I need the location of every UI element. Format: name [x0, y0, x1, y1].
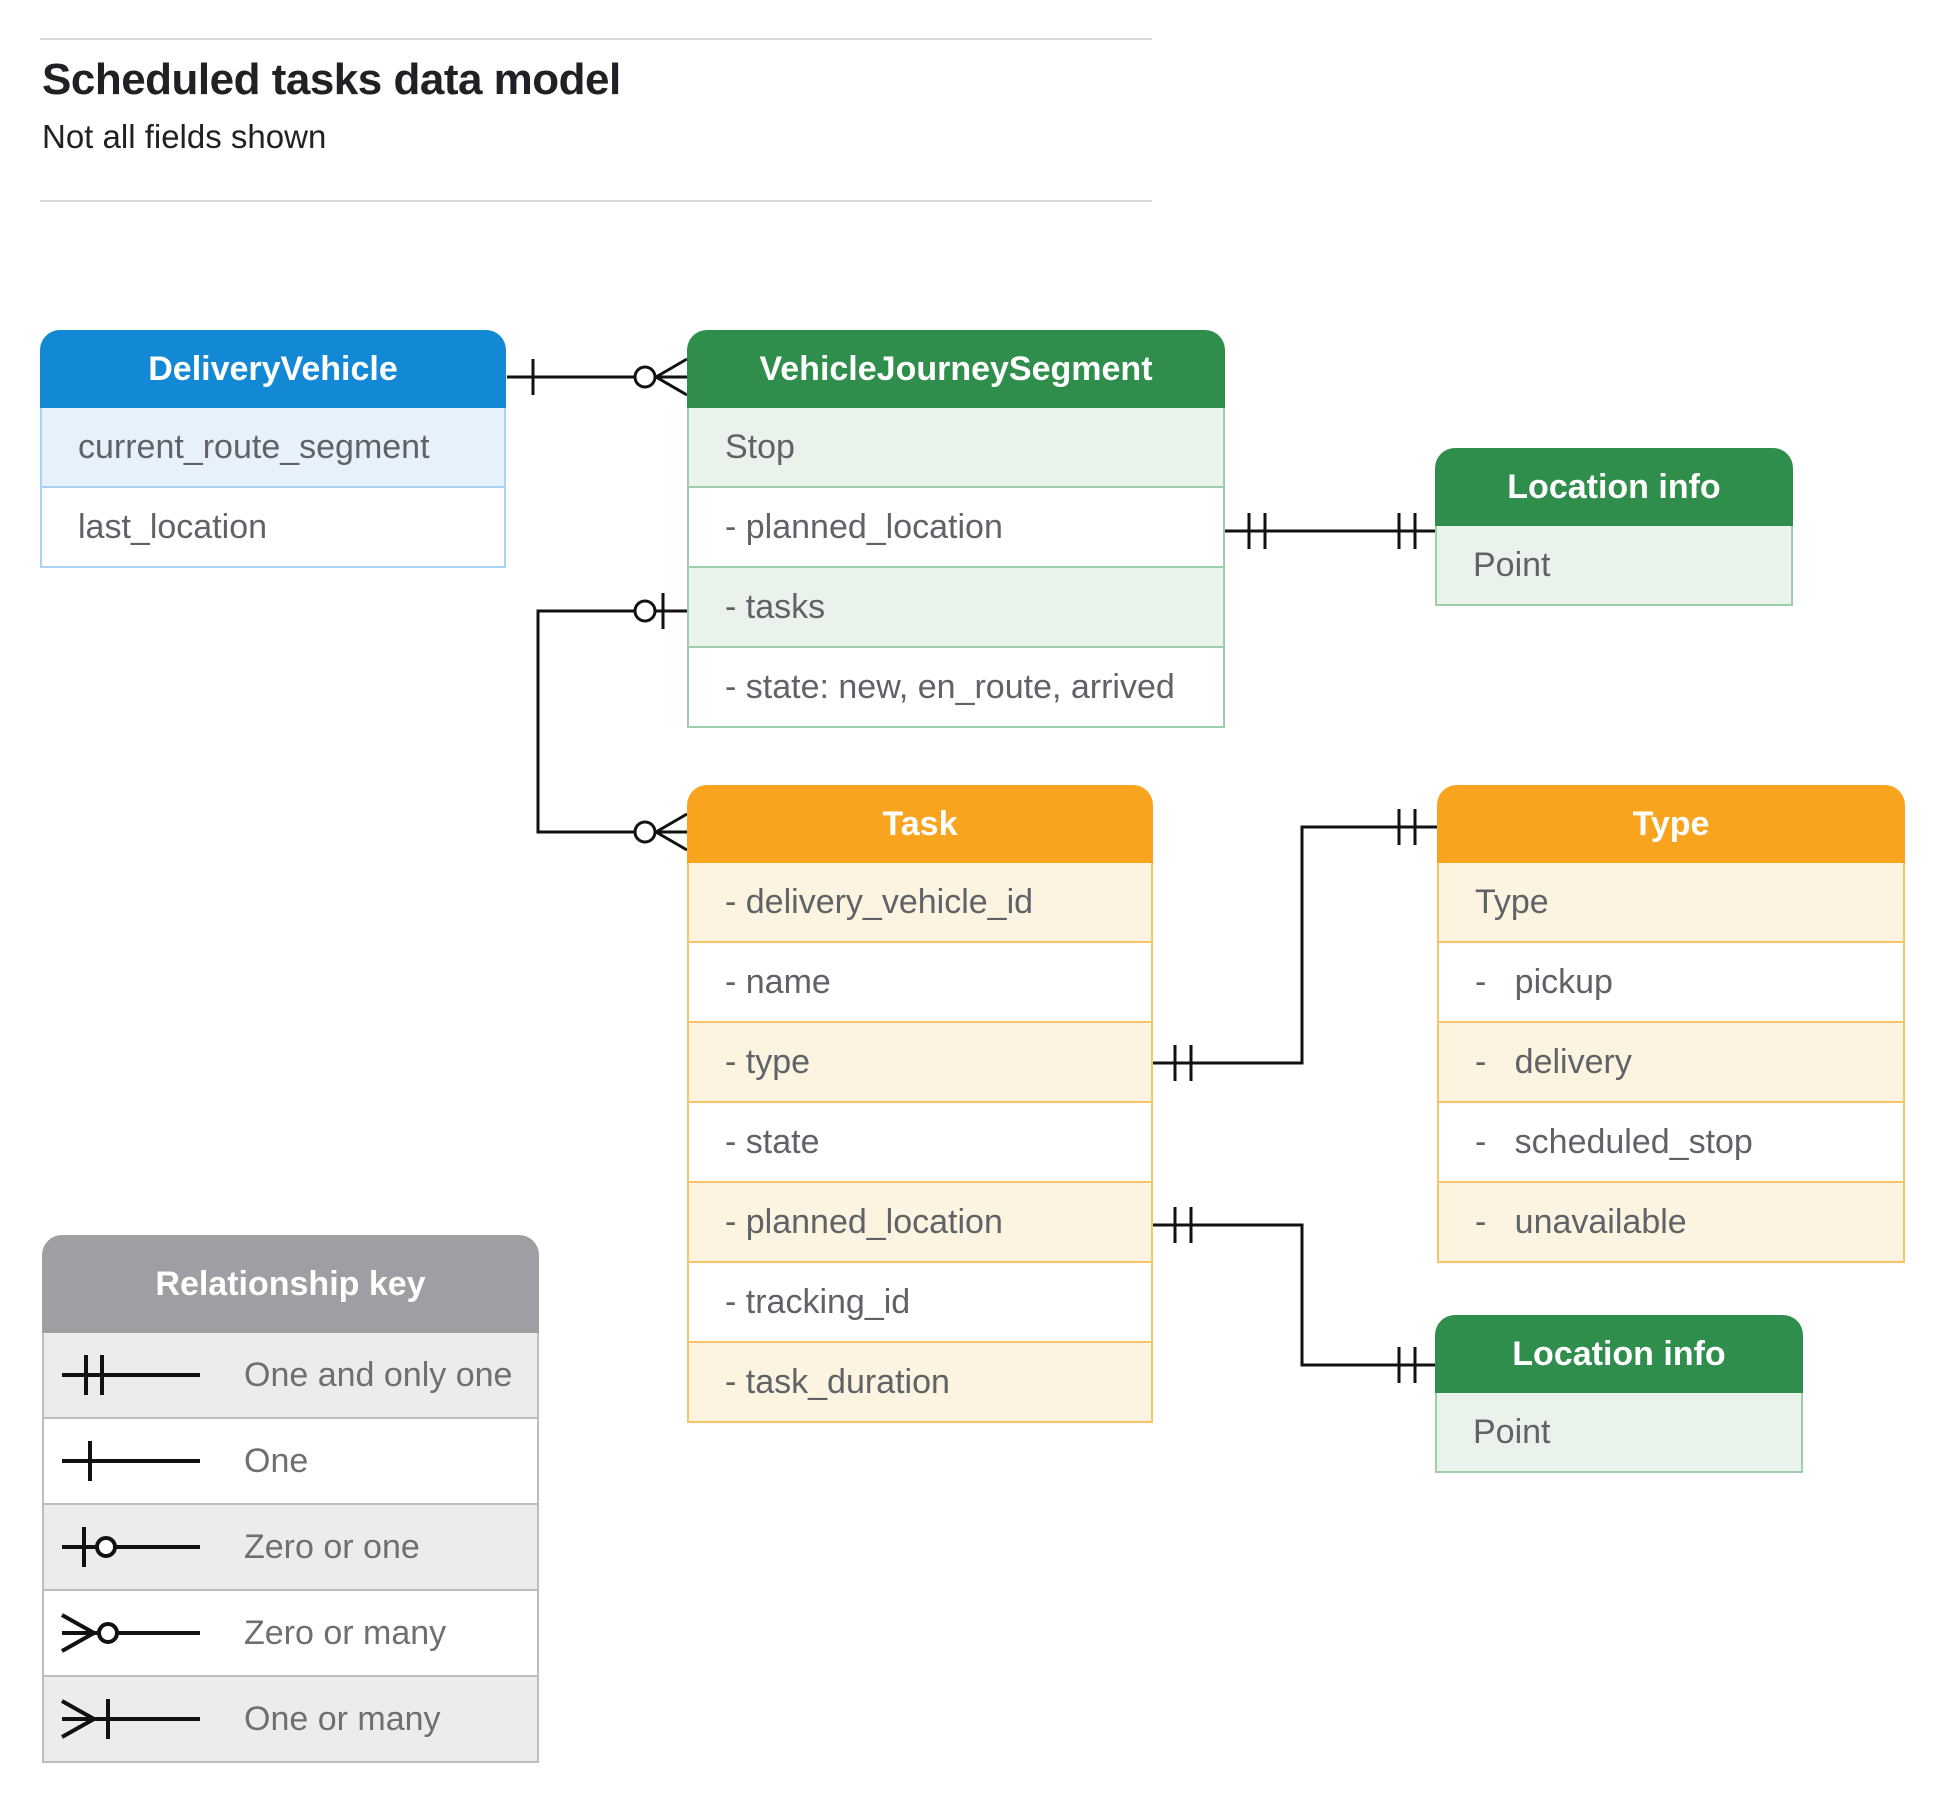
field-row: - tracking_id	[689, 1261, 1151, 1341]
one-and-only-one-marker	[1247, 513, 1267, 549]
type-table-header: Type	[1437, 785, 1905, 863]
field-row: Point	[1437, 526, 1791, 604]
field-row: Stop	[689, 408, 1223, 486]
field-row: - scheduled_stop	[1439, 1101, 1903, 1181]
connector-journeysegment-task	[536, 593, 688, 852]
task-table-header: Task	[687, 785, 1153, 863]
key-label: One and only one	[244, 1355, 513, 1394]
task-table: Task - delivery_vehicle_id - name - type…	[687, 785, 1153, 1423]
type-table: Type Type - pickup - delivery - schedule…	[1437, 785, 1905, 1263]
page-title: Scheduled tasks data model	[42, 55, 621, 104]
field-row: - pickup	[1439, 941, 1903, 1021]
table-title: DeliveryVehicle	[148, 349, 398, 388]
field-row: Type	[1439, 863, 1903, 941]
key-row: One	[44, 1417, 537, 1503]
field-row: - unavailable	[1439, 1181, 1903, 1261]
field-row: Point	[1437, 1393, 1801, 1471]
field-row: - planned_location	[689, 486, 1223, 566]
vehicle-journey-segment-table-header: VehicleJourneySegment	[687, 330, 1225, 408]
relationship-key-header: Relationship key	[42, 1235, 539, 1333]
table-title: Task	[882, 804, 958, 843]
vehicle-journey-segment-table: VehicleJourneySegment Stop - planned_loc…	[687, 330, 1225, 728]
field-row: - delivery	[1439, 1021, 1903, 1101]
table-title: Location info	[1507, 467, 1721, 506]
key-label: One	[244, 1441, 309, 1480]
one-and-only-one-icon	[62, 1355, 200, 1395]
header-divider	[40, 200, 1152, 202]
table-title: Location info	[1512, 1334, 1726, 1373]
table-title: VehicleJourneySegment	[759, 349, 1153, 388]
zero-marker	[633, 365, 657, 389]
location-info-table-header: Location info	[1435, 1315, 1803, 1393]
key-row: One or many	[44, 1675, 537, 1761]
connector-task-type	[1153, 809, 1437, 1081]
top-divider	[40, 38, 1152, 40]
delivery-vehicle-table: DeliveryVehicle current_route_segment la…	[40, 330, 506, 568]
key-row: Zero or many	[44, 1589, 537, 1675]
connector-journeysegment-locationinfo	[1225, 513, 1435, 549]
relationship-key-title: Relationship key	[155, 1264, 426, 1303]
crow-foot-marker	[655, 812, 688, 852]
delivery-vehicle-table-header: DeliveryVehicle	[40, 330, 506, 408]
field-row: - type	[689, 1021, 1151, 1101]
location-info-table-header: Location info	[1435, 448, 1793, 526]
one-and-only-one-marker	[1173, 1045, 1193, 1081]
page-subtitle: Not all fields shown	[42, 118, 327, 155]
key-row: Zero or one	[44, 1503, 537, 1589]
one-or-many-icon	[61, 1699, 200, 1739]
zero-or-one-icon	[62, 1527, 200, 1567]
connector-task-locationinfo	[1153, 1207, 1435, 1383]
field-row: - name	[689, 941, 1151, 1021]
field-row: - task_duration	[689, 1341, 1151, 1421]
key-row: One and only one	[44, 1333, 537, 1417]
one-and-only-one-marker	[1173, 1207, 1193, 1243]
zero-marker	[633, 820, 657, 844]
field-row: - tasks	[689, 566, 1223, 646]
key-label: Zero or many	[244, 1613, 447, 1652]
location-info-table-bottom: Location info Point	[1435, 1315, 1803, 1473]
zero-or-many-icon	[61, 1613, 200, 1653]
zero-marker	[633, 599, 657, 623]
one-and-only-one-marker	[1397, 809, 1417, 845]
field-row: - state: new, en_route, arrived	[689, 646, 1223, 726]
key-label: One or many	[244, 1699, 441, 1738]
table-title: Type	[1632, 804, 1710, 843]
one-and-only-one-marker	[1397, 513, 1417, 549]
field-row: current_route_segment	[42, 408, 504, 486]
field-row: - state	[689, 1101, 1151, 1181]
location-info-table-top: Location info Point	[1435, 448, 1793, 606]
relationship-key: Relationship key One and only one One Ze…	[42, 1235, 539, 1763]
connector-deliveryvehicle-vehiclejourneysegment	[507, 357, 688, 397]
field-row: last_location	[42, 486, 504, 566]
one-and-only-one-marker	[1397, 1347, 1417, 1383]
one-icon	[62, 1441, 200, 1481]
field-row: - delivery_vehicle_id	[689, 863, 1151, 941]
field-row: - planned_location	[689, 1181, 1151, 1261]
key-label: Zero or one	[244, 1527, 420, 1566]
crow-foot-marker	[655, 357, 688, 397]
